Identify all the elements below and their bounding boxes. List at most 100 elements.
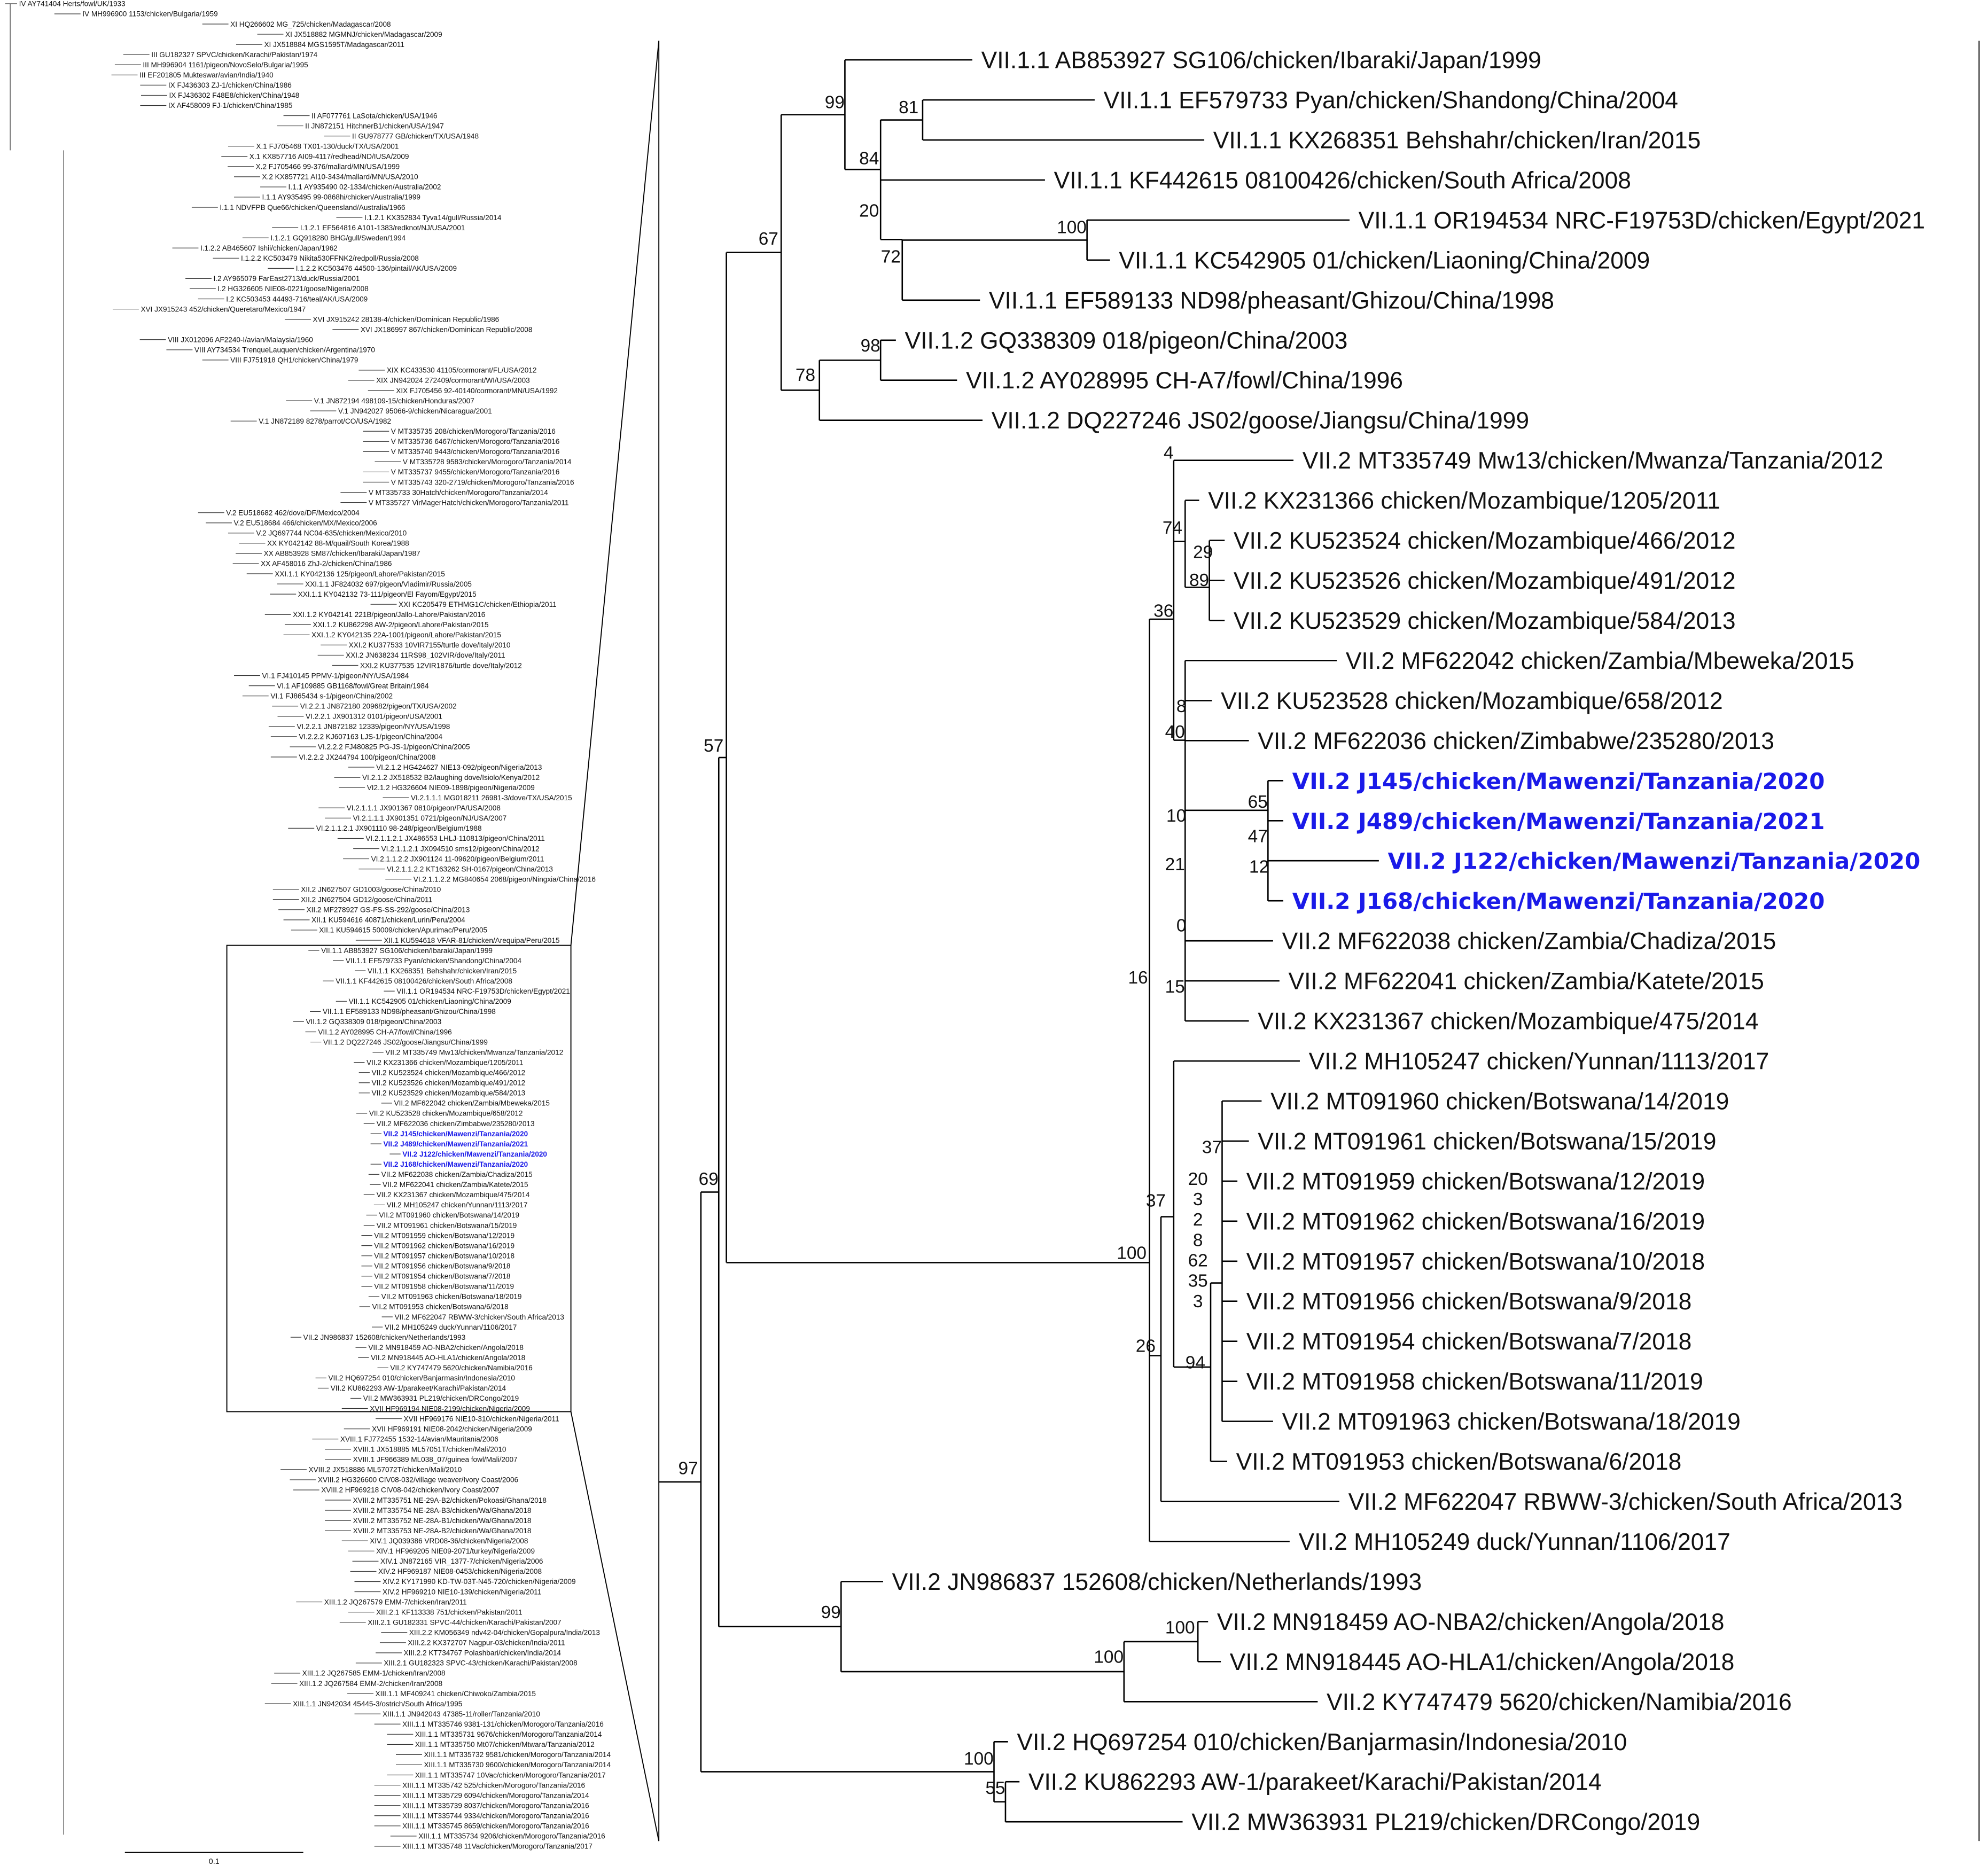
taxon-label-small: V MT335733 30Hatch/chicken/Morogoro/Tanz… — [369, 488, 548, 496]
taxon-label: VII.2 MT091954 chicken/Botswana/7/2018 — [1246, 1329, 1692, 1355]
taxon-label-highlighted: VII.2 J168/chicken/Mawenzi/Tanzania/2020 — [1292, 888, 1825, 915]
taxon-label-small: XXI.1.1 JF824032 697/pigeon/Vladimir/Rus… — [305, 580, 472, 588]
taxon-label: VII.1.1 AB853927 SG106/chicken/Ibaraki/J… — [981, 48, 1541, 74]
taxon-label: VII.1.1 EF579733 Pyan/chicken/Shandong/C… — [1104, 88, 1678, 114]
taxon-label: VII.2 KY747479 5620/chicken/Namibia/2016 — [1327, 1689, 1792, 1715]
taxon-label: VII.2 KU523528 chicken/Mozambique/658/20… — [1221, 688, 1723, 714]
taxon-label-small: VII.1.1 AB853927 SG106/chicken/Ibaraki/J… — [321, 947, 493, 955]
taxon-label-small: VII.2 MN918445 AO-HLA1/chicken/Angola/20… — [371, 1354, 525, 1362]
taxon-label-small: VII.2 KX231367 chicken/Mozambique/475/20… — [377, 1191, 530, 1199]
bootstrap-value: 26 — [1136, 1336, 1156, 1356]
bootstrap-value: 2 — [1193, 1210, 1203, 1230]
taxon-label-small: VI.2.1.1.2.2 JX901124 11-09620/pigeon/Be… — [371, 855, 544, 863]
taxon-label-small: XVII HF969194 NIE08-2199/chicken/Nigeria… — [370, 1404, 530, 1412]
bootstrap-value: 12 — [1249, 857, 1269, 877]
taxon-label-small: VI.2.1.2 HG424627 NIE13-092/pigeon/Niger… — [376, 763, 542, 771]
taxon-label-small: VII.2 KU523524 chicken/Mozambique/466/20… — [372, 1068, 526, 1076]
taxon-label-small: XVIII.2 MT335752 NE-28A-B1/chicken/Wa/Gh… — [353, 1517, 532, 1525]
bootstrap-value: 10 — [1166, 806, 1186, 826]
taxon-label-small: XIX JN942024 272409/cormorant/WI/USA/200… — [376, 377, 530, 385]
taxon-label-highlighted: VII.2 J122/chicken/Mawenzi/Tanzania/2020 — [1388, 848, 1921, 875]
taxon-label-small: XVIII.1 JF966389 ML038_07/guinea fowl/Ma… — [353, 1456, 518, 1464]
bootstrap-value: 97 — [678, 1458, 698, 1478]
taxon-label: VII.2 MT091960 chicken/Botswana/14/2019 — [1270, 1088, 1729, 1114]
taxon-label-small: VI.2.1.1.2.2 KT163262 SH-0167/pigeon/Chi… — [387, 865, 553, 873]
taxon-label-small: VII.2 MT091959 chicken/Botswana/12/2019 — [374, 1231, 514, 1239]
taxon-label-small: VII.2 MF622047 RBWW-3/chicken/South Afri… — [394, 1313, 564, 1321]
taxon-label-small: I.2 AY965079 FarEast2713/duck/Russia/200… — [214, 275, 360, 283]
taxon-label-small: XIV.1 JN872165 VIR_1377-7/chicken/Nigeri… — [380, 1557, 543, 1565]
taxon-label-small: XIII.2.2 KT734767 Polashbari/chicken/Ind… — [404, 1649, 562, 1657]
taxon-label-small: XVIII.2 MT335753 NE-28A-B2/chicken/Wa/Gh… — [353, 1527, 532, 1535]
taxon-label-small: VII.2 MT091962 chicken/Botswana/16/2019 — [374, 1242, 514, 1250]
taxon-label-small: IV AY741404 Herts/fowl/UK/1933 — [19, 0, 126, 8]
bootstrap-value: 29 — [1193, 543, 1213, 563]
taxon-label: VII.2 MF622038 chicken/Zambia/Chadiza/20… — [1282, 928, 1776, 955]
taxon-label-small: XIII.1.1 JN942043 47385-11/roller/Tanzan… — [383, 1710, 540, 1718]
taxon-label: VII.1.2 AY028995 CH-A7/fowl/China/1996 — [966, 368, 1403, 394]
taxon-label-small: VII.2 JN986837 152608/chicken/Netherland… — [303, 1333, 465, 1341]
taxon-label-small: V MT335737 9455/chicken/Morogoro/Tanzani… — [391, 468, 560, 476]
taxon-label-small: I.1.1 AY935490 02-1334/chicken/Australia… — [289, 183, 441, 191]
taxon-label-small: XIII.1.1 JN942034 45445-3/ostrich/South … — [293, 1700, 462, 1708]
bootstrap-value: 47 — [1248, 826, 1268, 846]
taxon-label-small: XIV.1 HF969205 NIE09-2071/turkey/Nigeria… — [376, 1547, 535, 1555]
bootstrap-value: 99 — [821, 1603, 841, 1622]
bootstrap-value: 81 — [899, 98, 918, 118]
bootstrap-value: 4 — [1164, 443, 1174, 463]
highlight-box — [226, 945, 572, 1412]
taxon-label-small: VII.2 MF622042 chicken/Zambia/Mbeweka/20… — [394, 1099, 550, 1107]
taxon-label-small: VII.2 HQ697254 010/chicken/Banjarmasin/I… — [328, 1374, 515, 1382]
taxon-label-small: XXI.2 JN638234 11RS98_102VIR/dove/Italy/… — [346, 651, 505, 659]
taxon-label-small: V.1 JN942027 95066-9/chicken/Nicaragua/2… — [338, 407, 492, 415]
taxon-label: VII.2 MN918445 AO-HLA1/chicken/Angola/20… — [1230, 1649, 1735, 1675]
taxon-label-small: VIII AY734534 TrenqueLauquen/chicken/Arg… — [194, 346, 375, 354]
scale-bar: 0.1 — [124, 1852, 303, 1866]
taxon-label-small: XIII.1.1 MT335729 6094/chicken/Morogoro/… — [402, 1791, 589, 1799]
bootstrap-value: 8 — [1193, 1230, 1203, 1250]
taxon-label-small: VII.2 KX231366 chicken/Mozambique/1205/2… — [367, 1058, 523, 1066]
bootstrap-value: 35 — [1188, 1271, 1208, 1291]
genotype-vii-subtree-panel: VII.1.1 AB853927 SG106/chicken/Ibaraki/J… — [658, 41, 1980, 1841]
taxon-label: VII.1.2 GQ338309 018/pigeon/China/2003 — [905, 327, 1348, 354]
taxon-label-small: VII.2 J122/chicken/Mawenzi/Tanzania/2020 — [402, 1150, 547, 1158]
taxon-label-small: XXI.1.1 KY042136 125/pigeon/Lahore/Pakis… — [275, 570, 445, 578]
taxon-label-small: XVIII.2 MT335751 NE-29A-B2/chicken/Pokoa… — [353, 1496, 547, 1504]
taxon-label-small: V MT335743 320-2719/chicken/Morogoro/Tan… — [391, 478, 574, 486]
taxon-label-small: XXI.2 KU377535 12VIR1876/turtle dove/Ita… — [360, 661, 522, 669]
taxon-label-small: VII.2 MT091958 chicken/Botswana/11/2019 — [374, 1283, 514, 1291]
bootstrap-value: 98 — [861, 336, 880, 356]
taxon-label-small: VI.1 FJ410145 PPMV-1/pigeon/NY/USA/1984 — [262, 672, 409, 680]
taxon-label-small: I.1.1 AY935495 99-0868hi/chicken/Austral… — [262, 193, 420, 201]
taxon-label-small: VI.2.2.2 JX244794 100/pigeon/China/2008 — [299, 753, 435, 761]
taxon-label-small: XIII.1.1 MT335732 9581/chicken/Morogoro/… — [424, 1751, 611, 1759]
taxon-label-small: V MT335736 6467/chicken/Morogoro/Tanzani… — [391, 438, 560, 446]
taxon-label: VII.1.1 KX268351 Behshahr/chicken/Iran/2… — [1213, 128, 1701, 154]
taxon-label-small: XIII.1.2 JQ267579 EMM-7/chicken/Iran/201… — [324, 1598, 467, 1606]
taxon-label-small: VI.2.1.1.1 JX901367 0810/pigeon/PA/USA/2… — [347, 804, 501, 812]
taxon-label-small: VII.1.1 KC542905 01/chicken/Liaoning/Chi… — [349, 997, 511, 1005]
taxon-label: VII.2 MF622047 RBWW-3/chicken/South Afri… — [1348, 1489, 1903, 1515]
taxon-label-small: XIII.1.1 MT335744 9334/chicken/Morogoro/… — [402, 1812, 589, 1820]
taxon-label: VII.2 HQ697254 010/chicken/Banjarmasin/I… — [1017, 1729, 1627, 1755]
taxon-label-highlighted: VII.2 J145/chicken/Mawenzi/Tanzania/2020 — [1292, 768, 1825, 794]
taxon-label-small: XII.2 JN627507 GD1003/goose/China/2010 — [301, 885, 441, 893]
bootstrap-value: 40 — [1165, 722, 1185, 742]
taxon-label-small: V MT335735 208/chicken/Morogoro/Tanzania… — [391, 427, 556, 435]
taxon-label-small: VII.2 J489/chicken/Mawenzi/Tanzania/2021 — [383, 1140, 528, 1148]
taxon-label: VII.2 MF622036 chicken/Zimbabwe/235280/2… — [1258, 728, 1774, 754]
taxon-label: VII.2 MT335749 Mw13/chicken/Mwanza/Tanza… — [1303, 448, 1884, 474]
bootstrap-value: 21 — [1165, 855, 1185, 875]
taxon-label-small: VII.1.2 GQ338309 018/pigeon/China/2003 — [306, 1018, 441, 1026]
taxon-label-small: I.2 HG326605 NIE08-0221/goose/Nigeria/20… — [217, 285, 368, 293]
taxon-label-small: VII.2 MT091956 chicken/Botswana/9/2018 — [374, 1262, 510, 1270]
taxon-label-small: VI.2.1.1.1 MG018211 26981-3/dove/TX/USA/… — [411, 794, 572, 802]
taxon-label-small: XIV.2 HF969187 NIE08-0453/chicken/Nigeri… — [378, 1567, 542, 1575]
taxon-label: VII.2 KU862293 AW-1/parakeet/Karachi/Pak… — [1028, 1769, 1602, 1796]
taxon-label-small: I.1.2.2 KC503479 Nikita530FFNK2/redpoll/… — [241, 254, 419, 262]
bootstrap-value: 36 — [1153, 601, 1173, 621]
taxon-label-small: XVIII.1 FJ772455 1532-14/avian/Mauritani… — [340, 1435, 498, 1443]
taxon-label-small: XIII.1.1 MT335731 9676/chicken/Morogoro/… — [415, 1730, 602, 1738]
bootstrap-value: 16 — [1128, 968, 1148, 988]
